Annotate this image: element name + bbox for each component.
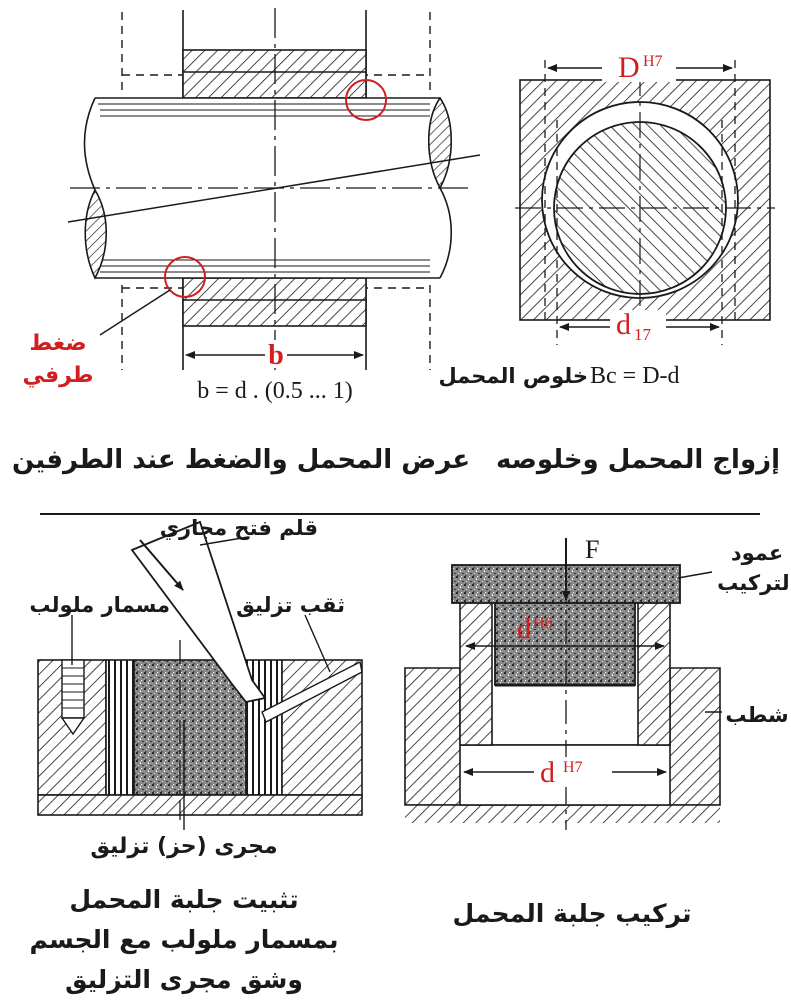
D-tolerance: H7: [643, 53, 663, 70]
d-tolerance: 17: [634, 325, 652, 344]
left-caption-3: وشق مجرى التزليق: [65, 965, 303, 995]
screw-body: [61, 659, 85, 719]
groove-label: مجرى (حز) تزليق: [90, 834, 277, 859]
clearance-figure: [515, 48, 775, 345]
force-label: F: [585, 535, 599, 564]
dH6-label: d: [517, 614, 531, 645]
dH6-tolerance: H6: [533, 615, 553, 632]
oil-hole-label: ثقب تزليق: [236, 593, 345, 617]
shaft-bearing-figure: [67, 8, 481, 370]
bushing-bore: [133, 659, 247, 796]
dH7-tolerance: H7: [563, 759, 583, 776]
D-label: D: [618, 51, 640, 84]
right-caption: تركيب جلبة المحمل: [453, 899, 692, 929]
edge-pressure-leader: [99, 289, 171, 336]
ram-label-2: التركيب: [717, 571, 791, 595]
left-caption-1: تثبيت جلبة المحمل: [69, 885, 298, 914]
housing-label: شطب: [725, 703, 788, 727]
dH7-label: d: [540, 756, 555, 789]
edge-pressure-circle-top: [345, 79, 387, 121]
ram-label-1: عمود: [731, 541, 783, 565]
bushing-left: [459, 599, 493, 746]
left-caption-2: بمسمار ملولب مع الجسم: [29, 925, 338, 955]
groove-tool-label: قلم فتح مجاري: [160, 516, 318, 541]
shaft-outline: [83, 96, 453, 280]
edge-pressure-label-1: ضغط: [29, 331, 86, 356]
edge-pressure-label-2: طرفي: [22, 363, 93, 388]
edge-pressure-circle-bottom: [164, 256, 206, 298]
d-label: d: [616, 308, 631, 341]
ram-pilot: [494, 602, 636, 686]
caption-bearing-width: عرض المحمل والضغط عند الطرفين: [12, 445, 470, 475]
oil-hole: [261, 660, 363, 723]
groove-tool: [130, 520, 267, 703]
b-label: b: [268, 340, 284, 371]
housing-right: [281, 659, 363, 796]
caption-bearing-fit: إزواج المحمل وخلوصه: [496, 445, 780, 475]
tilted-axis: [67, 154, 481, 223]
bushing-right: [637, 599, 671, 746]
clearance-formula: Bc = D-d: [590, 363, 680, 389]
housing-base: [37, 794, 363, 816]
screw-label: مسمار ملولب: [29, 593, 170, 617]
bushing-left-wall: [105, 659, 135, 796]
clearance-label: خلوص المحمل: [438, 364, 588, 388]
bushing-assembly-figure: [404, 538, 722, 830]
bushing-fixing-figure: [37, 520, 363, 830]
b-formula: b = d . (0.5 ... 1): [197, 378, 353, 404]
